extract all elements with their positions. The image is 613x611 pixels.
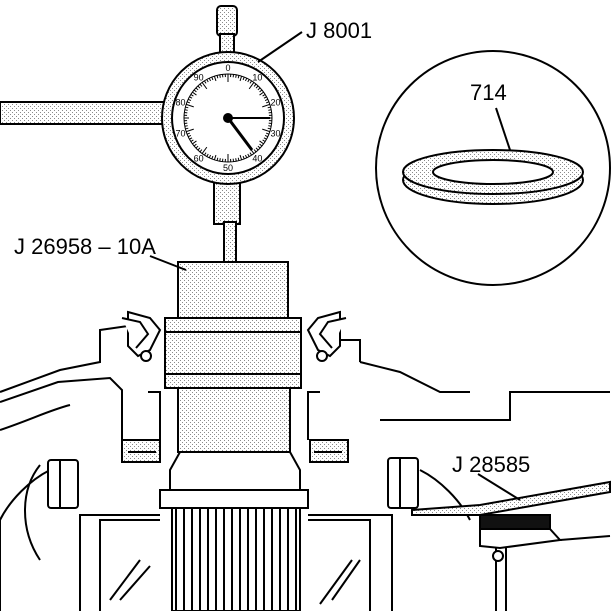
dial-scale-number: 60 [194,153,204,163]
leader-lines [149,31,521,501]
washer-inset [375,50,611,286]
dial-scale-number: 90 [194,73,204,83]
right-seal-clip [306,310,349,463]
feeler-tool-label: J 28585 [452,452,531,477]
left-boss [47,459,79,509]
feeler-tool [411,480,611,611]
dial-indicator: 0 10 20 30 40 50 60 70 80 90 [161,51,295,185]
dial-scale-number: 70 [175,128,185,138]
dial-scale-number: 0 [225,63,230,73]
dial-scale-number: 20 [271,98,281,108]
gauge-fixture [164,261,302,453]
dial-indicator-label: J 8001 [306,18,373,43]
dial-scale-number: 50 [223,163,233,173]
thrust-washer-label: 714 [470,80,507,105]
dial-scale-number: 80 [175,98,185,108]
left-seal-clip [121,310,162,463]
output-shaft [159,451,309,509]
clutch-pack [79,514,393,611]
dial-scale-number: 30 [271,128,281,138]
dial-scale-number: 10 [252,73,262,83]
spline-teeth [171,507,301,611]
dial-scale-number: 40 [252,153,262,163]
right-boss [387,457,419,509]
gauge-fixture-label: J 26958 – 10A [14,234,156,259]
